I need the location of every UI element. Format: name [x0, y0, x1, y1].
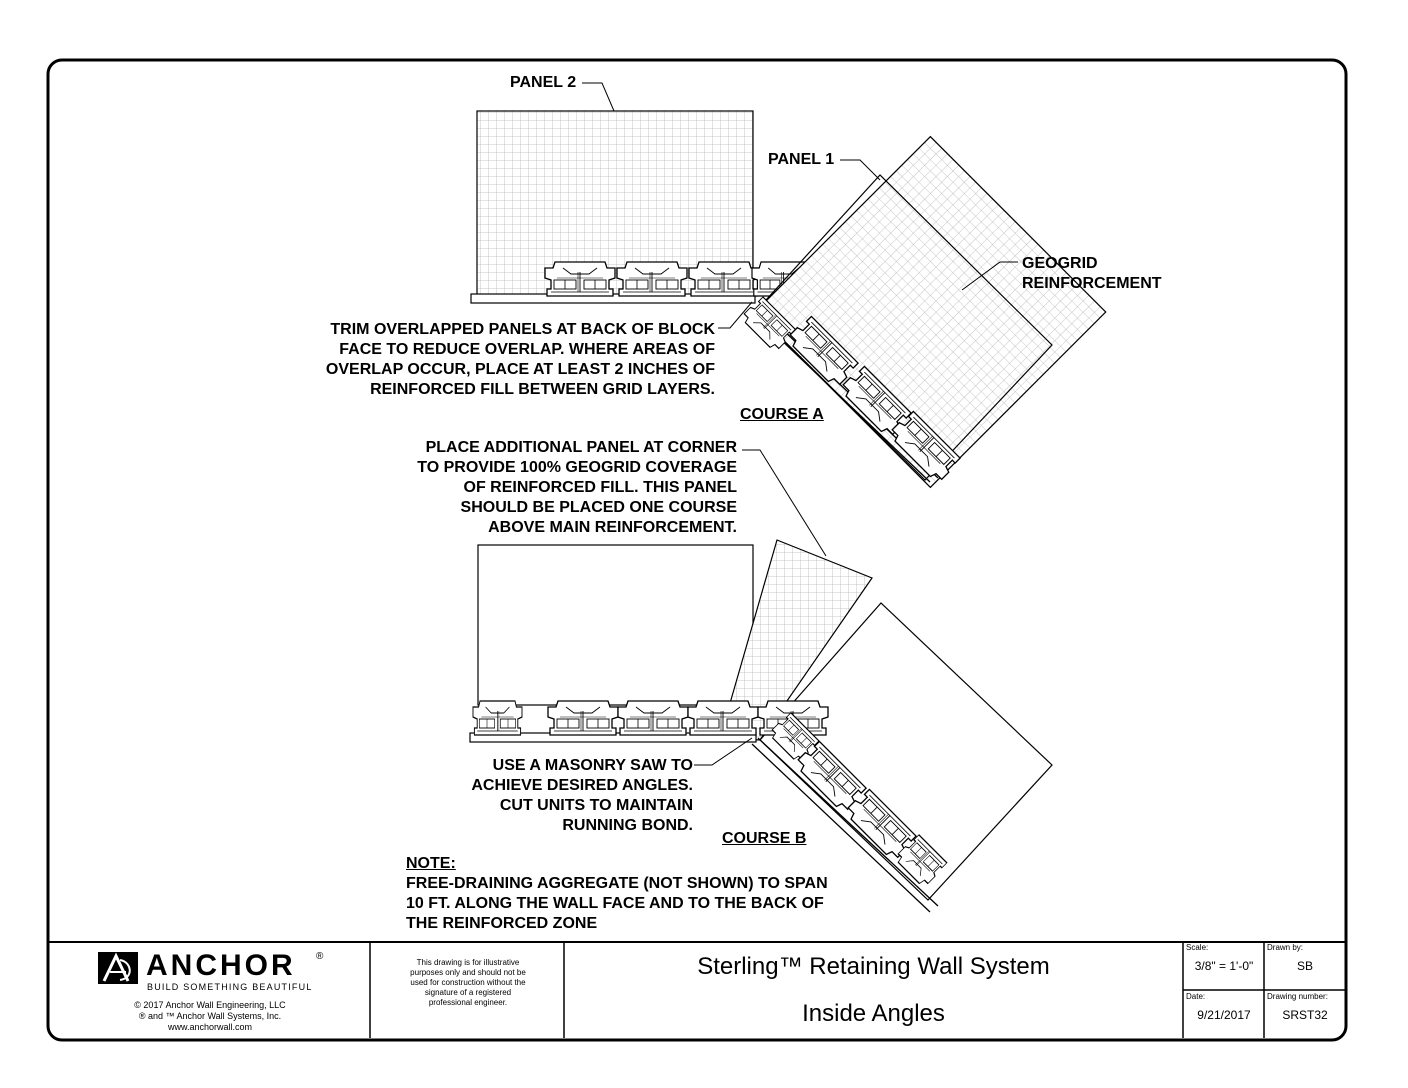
- title-block-lines: [48, 941, 1346, 1038]
- drawn-by-value: SB: [1296, 959, 1313, 973]
- course-a-right-wall: [739, 295, 963, 485]
- course-a-left-wall: [470, 261, 816, 304]
- panel-2-leader: [582, 82, 615, 112]
- saw-note-leader: [694, 737, 753, 766]
- date-value: 9/21/2017: [1197, 1008, 1251, 1022]
- geogrid-leader: [961, 261, 1018, 291]
- scale-value: 3/8" = 1'-0": [1194, 959, 1254, 973]
- drawing-number-label: Drawing number:: [1267, 992, 1328, 1001]
- trim-note: TRIM OVERLAPPED PANELS AT BACK OF BLOCK …: [325, 321, 715, 398]
- drawing-subtitle: Inside Angles: [802, 1000, 945, 1027]
- course-a-label: COURSE A: [740, 406, 824, 423]
- logo-text: ANCHOR: [146, 949, 296, 982]
- saw-note: USE A MASONRY SAW TO ACHIEVE DESIRED ANG…: [471, 757, 693, 834]
- scale-label: Scale:: [1186, 943, 1209, 952]
- note-heading: NOTE:: [406, 855, 456, 872]
- drawing-number-value: SRST32: [1282, 1008, 1328, 1022]
- copyright-text: © 2017 Anchor Wall Engineering, LLC ® an…: [134, 1000, 286, 1032]
- panel-2-label: PANEL 2: [510, 74, 577, 91]
- disclaimer-text: This drawing is for illustrative purpose…: [410, 958, 526, 1007]
- course-b-left-panel: [477, 544, 754, 706]
- anchor-logo-mark: [98, 952, 138, 984]
- date-label: Date:: [1186, 992, 1206, 1001]
- course-b-left-wall: [469, 700, 829, 743]
- course-b-right-wall: [751, 711, 949, 913]
- sheet-border: [46, 58, 1348, 1042]
- drawn-by-label: Drawn by:: [1267, 943, 1304, 952]
- drawing-title: Sterling™ Retaining Wall System: [697, 953, 1050, 980]
- course-b-right-panel: [759, 602, 1053, 901]
- additional-panel-note: PLACE ADDITIONAL PANEL AT CORNER TO PROV…: [417, 439, 737, 536]
- geogrid-label: GEOGRID REINFORCEMENT: [1022, 255, 1162, 292]
- trim-note-leader: [718, 301, 753, 329]
- panel-1-leader: [840, 159, 881, 181]
- logo-tagline: BUILD SOMETHING BEAUTIFUL: [147, 982, 313, 992]
- logo-registered: ®: [316, 951, 324, 962]
- panel-1-label: PANEL 1: [768, 151, 835, 168]
- additional-panel-leader: [742, 449, 827, 557]
- note-body: FREE-DRAINING AGGREGATE (NOT SHOWN) TO S…: [406, 875, 828, 932]
- panel-1-geogrid: [754, 135, 1107, 489]
- course-b-label: COURSE B: [722, 830, 807, 847]
